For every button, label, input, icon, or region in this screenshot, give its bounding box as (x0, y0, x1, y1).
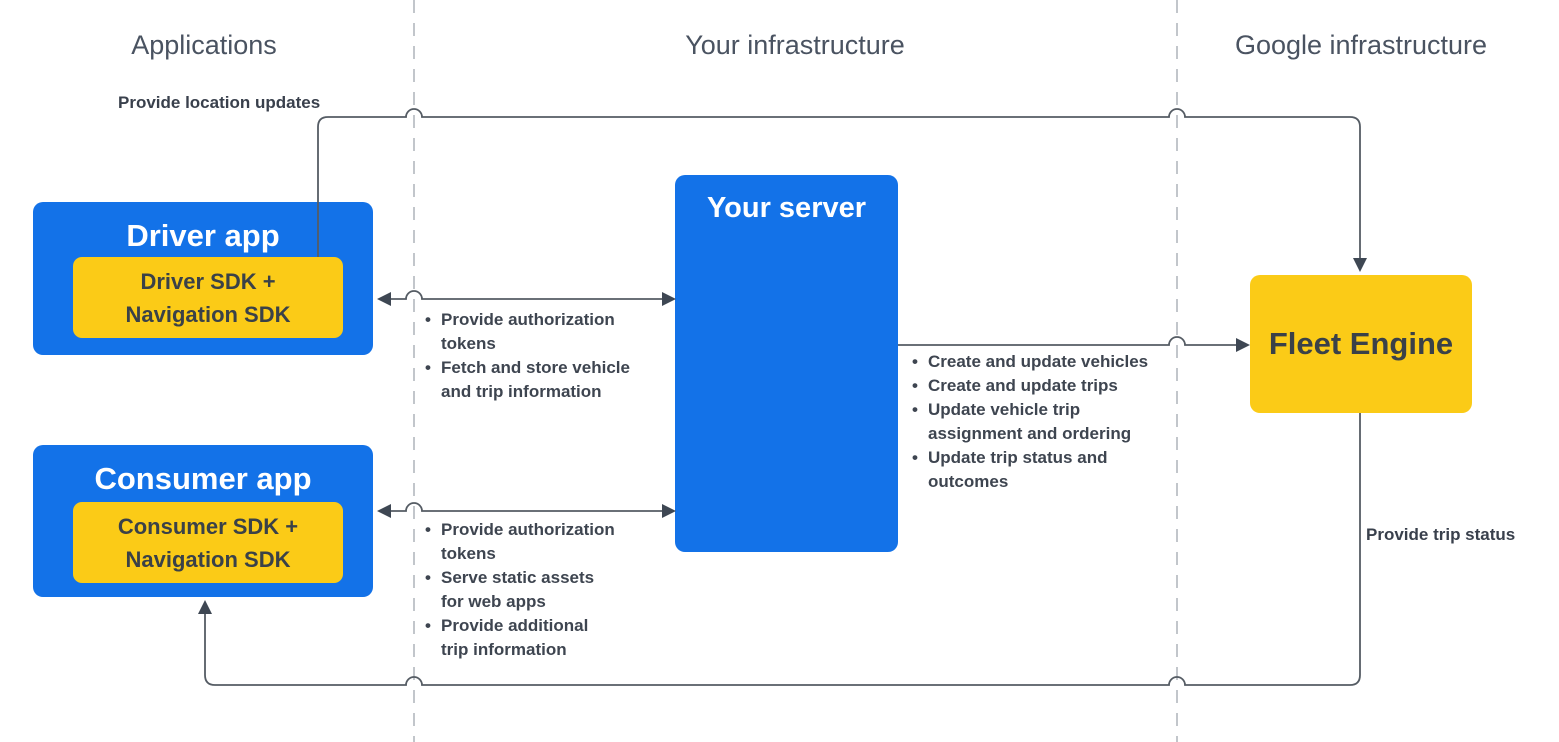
your-server-title: Your server (706, 192, 867, 224)
arrowhead-into-consumer-bottom (198, 600, 212, 614)
node-driver-app: Driver app Driver SDK + Navigation SDK (33, 202, 373, 355)
node-driver-sdk: Driver SDK + Navigation SDK (73, 257, 343, 338)
note-item: Provide authorization tokens (424, 518, 654, 566)
note-item: Provide authorization tokens (424, 308, 654, 356)
note-item: Serve static assets for web apps (424, 566, 654, 614)
note-item: Update vehicle trip assignment and order… (911, 398, 1179, 446)
notes-server-fleet: Create and update vehicles Create and up… (911, 350, 1179, 494)
notes-consumer-server: Provide authorization tokens Serve stati… (424, 518, 654, 662)
lane-header-your-infrastructure: Your infrastructure (685, 30, 905, 60)
lane-header-google-infrastructure: Google infrastructure (1234, 30, 1488, 60)
arrow-driver-server (391, 290, 662, 300)
arrowhead-into-fleet-left (1236, 338, 1250, 352)
arrowhead-into-server-top (662, 292, 676, 306)
arrowhead-into-driver-app (377, 292, 391, 306)
driver-app-title: Driver app (126, 218, 280, 253)
note-item: Fetch and store vehicle and trip informa… (424, 356, 654, 404)
edge-label-provide-trip-status: Provide trip status (1366, 525, 1516, 544)
arrow-server-fleet (898, 336, 1236, 346)
arrowhead-into-server-bottom (662, 504, 676, 518)
node-consumer-app: Consumer app Consumer SDK + Navigation S… (33, 445, 373, 597)
arrowhead-into-consumer-app (377, 504, 391, 518)
arrow-consumer-server (391, 502, 662, 512)
edge-label-provide-location-updates: Provide location updates (118, 93, 321, 112)
node-consumer-sdk: Consumer SDK + Navigation SDK (73, 502, 343, 583)
lane-header-applications: Applications (131, 30, 277, 60)
notes-driver-server: Provide authorization tokens Fetch and s… (424, 308, 654, 404)
node-fleet-engine: Fleet Engine (1250, 275, 1472, 413)
note-item: Create and update trips (911, 374, 1179, 398)
fleet-engine-title: Fleet Engine (1268, 326, 1454, 361)
consumer-app-title: Consumer app (94, 461, 312, 496)
note-item: Create and update vehicles (911, 350, 1179, 374)
note-item: Provide additional trip information (424, 614, 654, 662)
node-your-server: Your server (675, 175, 898, 552)
arrowhead-into-fleet-top (1353, 258, 1367, 272)
note-item: Update trip status and outcomes (911, 446, 1179, 494)
